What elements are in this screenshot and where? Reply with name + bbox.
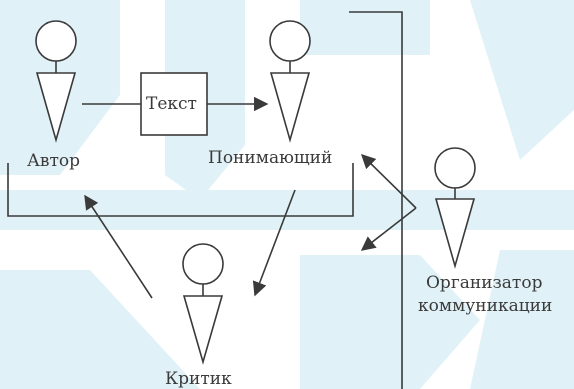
- critic-head: [182, 243, 224, 285]
- critic-label: Критик: [165, 369, 232, 389]
- understander-head: [269, 20, 311, 62]
- understander-body: [269, 72, 311, 143]
- organizer-arrow-up: [360, 153, 417, 209]
- group-bracket: [7, 163, 354, 217]
- understander-figure: [269, 20, 311, 143]
- organizer-label-line2: коммуникации: [418, 296, 552, 316]
- separator-line: [349, 11, 403, 389]
- author-body: [35, 72, 77, 143]
- understander-label: Понимающий: [208, 148, 332, 168]
- author-figure: [35, 20, 77, 143]
- organizer-figure: [434, 147, 476, 269]
- critic-to-group-arrow: [84, 194, 153, 299]
- critic-body: [182, 295, 224, 365]
- organizer-head: [434, 147, 476, 189]
- organizer-arrow-down: [360, 207, 417, 251]
- author-head: [35, 20, 77, 62]
- organizer-body: [434, 198, 476, 269]
- understander-to-critic-arrow: [252, 189, 296, 297]
- author-label: Автор: [27, 151, 80, 171]
- organizer-label-line1: Организатор: [426, 273, 543, 293]
- text-label: Текст: [146, 94, 197, 114]
- critic-figure: [182, 243, 224, 365]
